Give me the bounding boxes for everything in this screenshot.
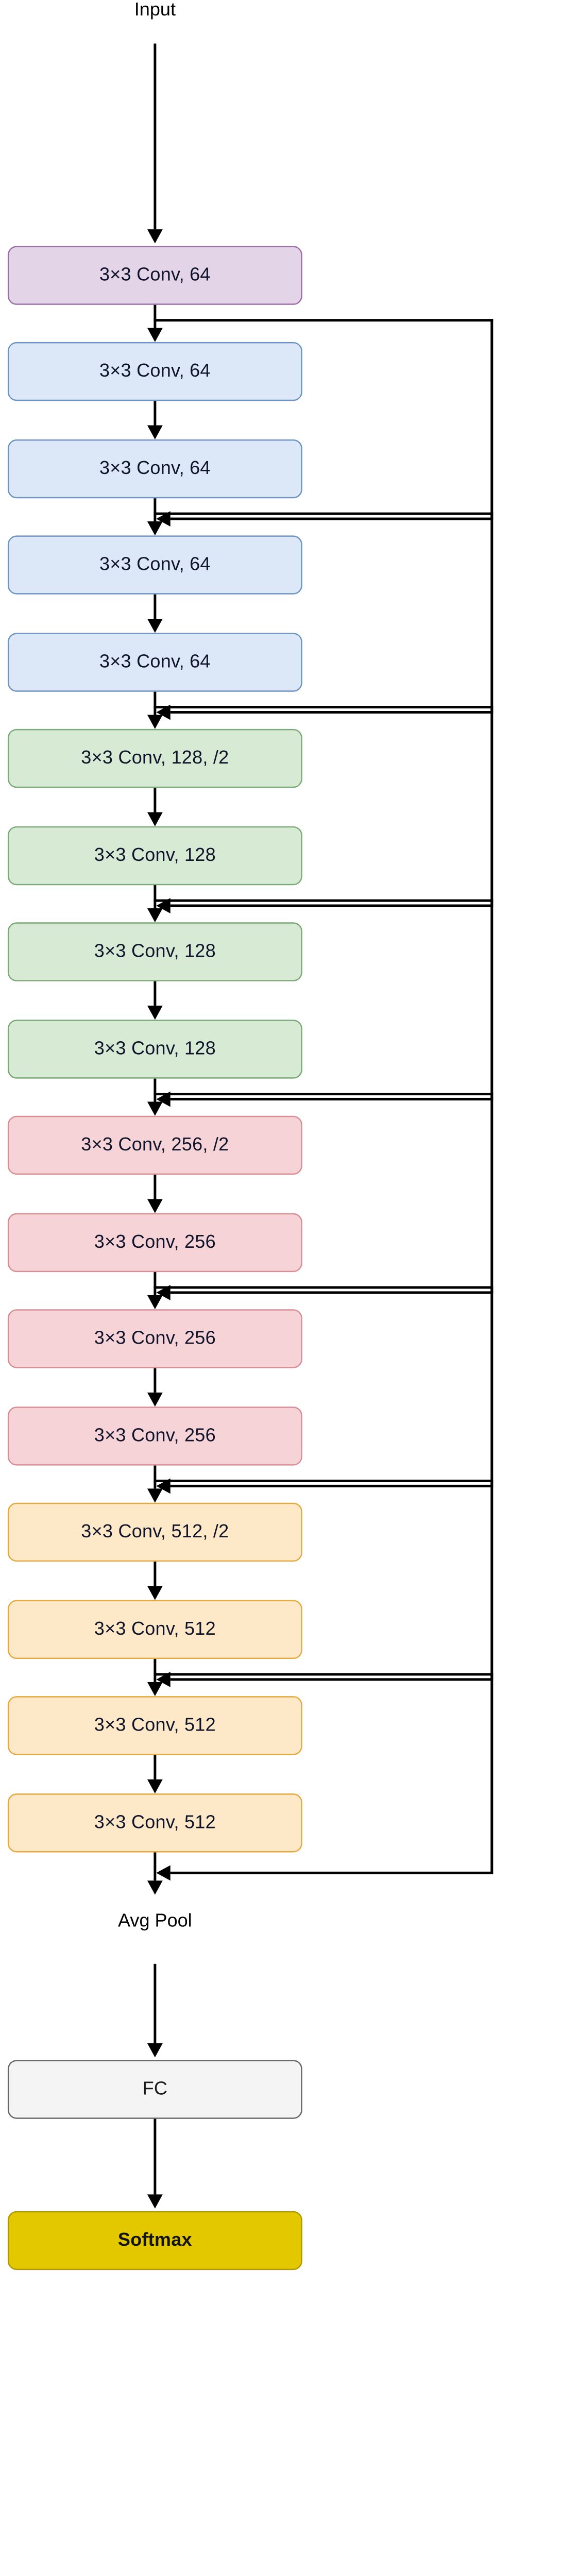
edge-conv7-to-conv8 (154, 885, 157, 908)
edge-pool-to-fc (154, 1963, 157, 2044)
node-conv7[interactable]: 3×3 Conv, 128 (7, 826, 302, 886)
node-softmax[interactable]: Softmax (7, 2211, 302, 2270)
edge-conv15-to-conv16 (154, 1659, 157, 1682)
skip-3-top (154, 706, 493, 709)
arrowhead-conv16-to-conv17 (146, 1779, 162, 1794)
arrowhead-conv14-to-conv15 (146, 1586, 162, 1600)
skip-1-top (154, 319, 493, 322)
edge-input-to-conv1 (154, 43, 157, 230)
node-conv14[interactable]: 3×3 Conv, 512, /2 (7, 1502, 302, 1562)
skip-6-top (154, 1286, 493, 1289)
edge-conv9-to-conv10 (154, 1078, 157, 1102)
skip-3-rail (490, 706, 493, 906)
skip-5-bottom (170, 1291, 493, 1294)
edge-conv6-to-conv7 (154, 788, 157, 812)
edge-conv1-to-conv2 (154, 304, 157, 328)
skip-6-bottom (170, 1484, 493, 1487)
node-conv11[interactable]: 3×3 Conv, 256 (7, 1213, 302, 1273)
edge-conv5-to-conv6 (154, 691, 157, 715)
skip-8-rail (490, 1673, 493, 1873)
node-conv10[interactable]: 3×3 Conv, 256, /2 (7, 1115, 302, 1175)
node-conv8[interactable]: 3×3 Conv, 128 (7, 922, 302, 981)
resnet-architecture-diagram: Input 3×3 Conv, 64 3×3 Conv, 64 3×3 Conv… (7, 0, 493, 2270)
skip-5-rail (490, 1093, 493, 1293)
arrowhead-conv12-to-conv13 (146, 1392, 162, 1407)
skip-8-bottom (170, 1871, 493, 1874)
edge-conv4-to-conv5 (154, 594, 157, 619)
arrowhead-fc-to-softmax (146, 2194, 162, 2209)
arrowhead-conv2-to-conv3 (146, 425, 162, 439)
arrowhead-conv4-to-conv5 (146, 618, 162, 633)
edge-conv14-to-conv15 (154, 1562, 157, 1586)
arrowhead-conv8-to-conv9 (146, 1005, 162, 1020)
edge-conv8-to-conv9 (154, 981, 157, 1006)
arrowhead-conv17-to-pool (146, 1880, 162, 1895)
skip-1-bottom (170, 517, 493, 520)
edge-conv2-to-conv3 (154, 401, 157, 426)
skip-2-top (154, 512, 493, 515)
node-conv17[interactable]: 3×3 Conv, 512 (7, 1793, 302, 1853)
node-conv1[interactable]: 3×3 Conv, 64 (7, 246, 302, 305)
edge-fc-to-softmax (154, 2119, 157, 2195)
skip-7-top (154, 1479, 493, 1482)
arrowhead-conv10-to-conv11 (146, 1199, 162, 1213)
skip-4-bottom (170, 1097, 493, 1100)
skip-6-rail (490, 1286, 493, 1486)
arrowhead-conv1-to-conv2 (146, 328, 162, 342)
avg-pool-label: Avg Pool (118, 1911, 192, 1932)
skip-1-rail (490, 319, 493, 519)
node-conv6[interactable]: 3×3 Conv, 128, /2 (7, 728, 302, 788)
skip-2-rail (490, 512, 493, 713)
node-conv12[interactable]: 3×3 Conv, 256 (7, 1309, 302, 1368)
edge-conv17-to-pool (154, 1852, 157, 1881)
node-conv2[interactable]: 3×3 Conv, 64 (7, 342, 302, 401)
node-conv9[interactable]: 3×3 Conv, 128 (7, 1020, 302, 1079)
skip-5-top (154, 1093, 493, 1095)
node-conv13[interactable]: 3×3 Conv, 256 (7, 1406, 302, 1466)
edge-conv12-to-conv13 (154, 1368, 157, 1393)
node-conv3[interactable]: 3×3 Conv, 64 (7, 439, 302, 499)
skip-4-top (154, 899, 493, 902)
input-label: Input (134, 0, 176, 21)
node-fc[interactable]: FC (7, 2060, 302, 2119)
skip-7-rail (490, 1479, 493, 1680)
skip-4-rail (490, 899, 493, 1099)
arrowhead-conv6-to-conv7 (146, 812, 162, 826)
arrowhead-input-to-conv1 (146, 229, 162, 244)
skip-2-bottom (170, 711, 493, 714)
node-conv4[interactable]: 3×3 Conv, 64 (7, 535, 302, 595)
node-conv5[interactable]: 3×3 Conv, 64 (7, 633, 302, 692)
node-conv16[interactable]: 3×3 Conv, 512 (7, 1696, 302, 1755)
edge-conv13-to-conv14 (154, 1465, 157, 1489)
arrowhead-skip-8 (156, 1865, 171, 1880)
skip-8-top (154, 1673, 493, 1676)
edge-conv16-to-conv17 (154, 1755, 157, 1780)
arrowhead-pool-to-fc (146, 2043, 162, 2058)
edge-conv10-to-conv11 (154, 1175, 157, 1199)
skip-7-bottom (170, 1678, 493, 1681)
node-conv15[interactable]: 3×3 Conv, 512 (7, 1600, 302, 1659)
skip-3-bottom (170, 904, 493, 907)
edge-conv3-to-conv4 (154, 498, 157, 522)
edge-conv11-to-conv12 (154, 1272, 157, 1295)
